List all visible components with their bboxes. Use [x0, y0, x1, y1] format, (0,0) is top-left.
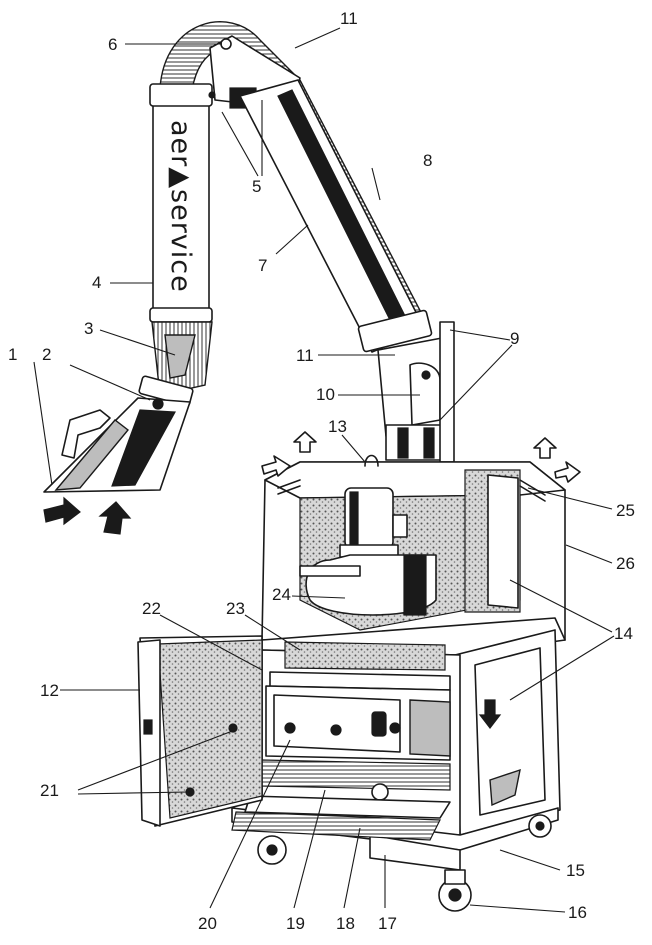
outflow-arrow-right-up	[533, 437, 557, 459]
castor-wheels	[257, 814, 552, 912]
callout-4: 4	[92, 273, 102, 292]
vent-slots	[277, 479, 546, 502]
open-door	[137, 635, 263, 827]
outflow-arrow-left-up	[293, 431, 317, 453]
callout-11-lower: 11	[296, 346, 314, 365]
callout-3: 3	[84, 319, 94, 338]
throttle-joint	[151, 321, 213, 396]
callout-20: 20	[198, 914, 217, 933]
callout-26: 26	[616, 554, 635, 573]
callout-6: 6	[108, 35, 118, 54]
callout-1: 1	[8, 345, 18, 364]
airflow-arrows	[43, 431, 581, 535]
callout-13: 13	[328, 417, 347, 436]
callout-15: 15	[566, 861, 585, 880]
callout-19: 19	[286, 914, 305, 933]
callout-16: 16	[568, 903, 587, 922]
callout-5: 5	[252, 177, 262, 196]
callout-25: 25	[616, 501, 635, 520]
callout-21: 21	[40, 781, 59, 800]
callout-8: 8	[423, 151, 433, 170]
callout-12: 12	[40, 681, 59, 700]
leader-lines	[33, 27, 615, 913]
callout-18: 18	[336, 914, 355, 933]
callout-7: 7	[258, 256, 268, 275]
callout-11-top: 11	[340, 9, 358, 28]
callout-22: 22	[142, 599, 161, 618]
side-duct-panel	[454, 629, 561, 836]
callout-2: 2	[42, 345, 52, 364]
callout-10: 10	[316, 385, 335, 404]
callout-14: 14	[614, 624, 633, 643]
callout-23: 23	[226, 599, 245, 618]
outflow-arrow-left-side	[261, 455, 291, 477]
brand-logo-text: aer▲service	[165, 120, 196, 293]
lower-joint	[357, 309, 455, 463]
callout-9: 9	[510, 329, 520, 348]
callout-24: 24	[272, 585, 291, 604]
suction-tube: aer▲service	[149, 83, 213, 323]
suction-hood	[43, 375, 194, 493]
motor-fan	[299, 487, 437, 616]
inflow-arrow-1	[43, 496, 81, 526]
callout-17: 17	[378, 914, 397, 933]
outflow-arrow-right-side	[554, 461, 581, 483]
filter-stack	[231, 641, 451, 841]
upper-arm	[239, 79, 426, 353]
inflow-arrow-2	[98, 501, 132, 535]
